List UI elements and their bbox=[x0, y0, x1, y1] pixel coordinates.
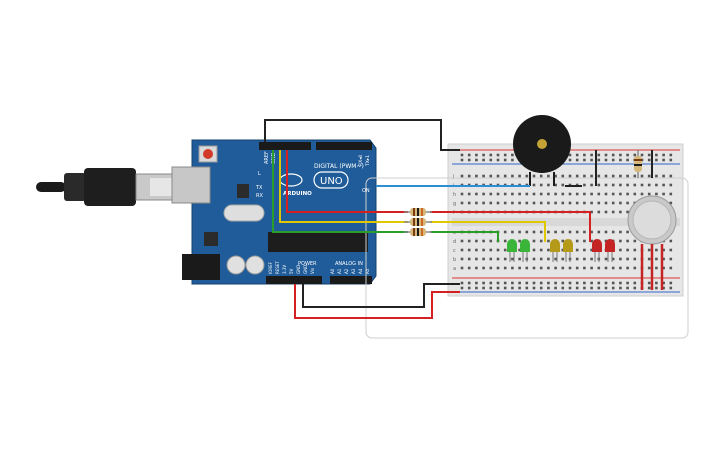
wire-green-signal[interactable] bbox=[272, 150, 408, 233]
analog-pin-label: A1 bbox=[337, 268, 342, 274]
power-pin-label: RESET bbox=[275, 261, 280, 274]
led[interactable] bbox=[563, 239, 573, 252]
gas-sensor[interactable] bbox=[627, 195, 677, 290]
power-pin-label: 3.3V bbox=[282, 265, 287, 274]
analog-pin-label: A2 bbox=[344, 268, 349, 274]
led-resistors[interactable] bbox=[404, 208, 432, 236]
l-label: L bbox=[258, 171, 261, 177]
row-letter: h bbox=[453, 192, 456, 198]
rx-label: RX bbox=[256, 193, 263, 199]
analog-pin-label: A5 bbox=[365, 268, 370, 274]
usb-cable[interactable] bbox=[36, 168, 173, 206]
power-label: POWER bbox=[298, 261, 317, 267]
wires[interactable] bbox=[264, 119, 653, 319]
led[interactable] bbox=[507, 239, 517, 252]
header-analog bbox=[330, 276, 372, 284]
row-letter: b bbox=[453, 257, 456, 263]
header-digital bbox=[316, 142, 372, 150]
brand-label: ARDUINO bbox=[283, 191, 312, 197]
leds[interactable] bbox=[507, 239, 615, 262]
power-pin-label: GND bbox=[303, 265, 308, 274]
analog-label: ANALOG IN bbox=[335, 261, 363, 267]
row-letter: g bbox=[453, 201, 456, 207]
row-letter: j bbox=[452, 174, 454, 180]
header-left bbox=[259, 142, 311, 150]
analog-pin-label: A3 bbox=[351, 268, 356, 274]
row-letter: a bbox=[453, 266, 456, 272]
rx0-label: RX◂0 bbox=[358, 155, 364, 166]
led[interactable] bbox=[592, 239, 602, 252]
wire-gnd-bottom[interactable] bbox=[302, 283, 460, 308]
led[interactable] bbox=[550, 239, 560, 252]
tx0-label: TX▸1 bbox=[365, 155, 371, 167]
power-jack bbox=[182, 254, 220, 280]
aref-label: AREF bbox=[264, 151, 270, 164]
analog-pin-label: A0 bbox=[330, 268, 335, 274]
model-label: UNO bbox=[320, 176, 343, 187]
wire-red-signal[interactable] bbox=[286, 150, 408, 213]
selection-outline bbox=[365, 177, 689, 339]
power-pin-label: 5V bbox=[289, 268, 294, 274]
led[interactable] bbox=[605, 239, 615, 252]
header-power bbox=[266, 276, 322, 284]
digital-label: DIGITAL (PWM~) bbox=[314, 163, 364, 170]
power-pin-label: IOREF bbox=[268, 261, 273, 274]
wire-yellow-signal[interactable] bbox=[279, 150, 408, 223]
row-letter: c bbox=[453, 248, 456, 254]
analog-pin-label: A4 bbox=[358, 268, 363, 274]
reset-button[interactable] bbox=[203, 149, 213, 159]
usb-port bbox=[171, 166, 211, 204]
power-pin-label: GND bbox=[296, 265, 301, 274]
wire-gnd-top[interactable] bbox=[264, 119, 460, 151]
wire-5v[interactable] bbox=[294, 284, 460, 319]
row-letter: d bbox=[453, 239, 456, 245]
arduino-uno-board[interactable]: AREF GND DIGITAL (PWM~) TX▸1 RX◂0 L TX R… bbox=[171, 139, 377, 285]
led[interactable] bbox=[520, 239, 530, 252]
power-pin-label: Vin bbox=[310, 267, 315, 274]
piezo-buzzer[interactable] bbox=[513, 115, 571, 186]
tx-label: TX bbox=[255, 185, 263, 191]
resistor-sensor[interactable] bbox=[634, 150, 642, 178]
atmega-chip bbox=[268, 232, 368, 252]
